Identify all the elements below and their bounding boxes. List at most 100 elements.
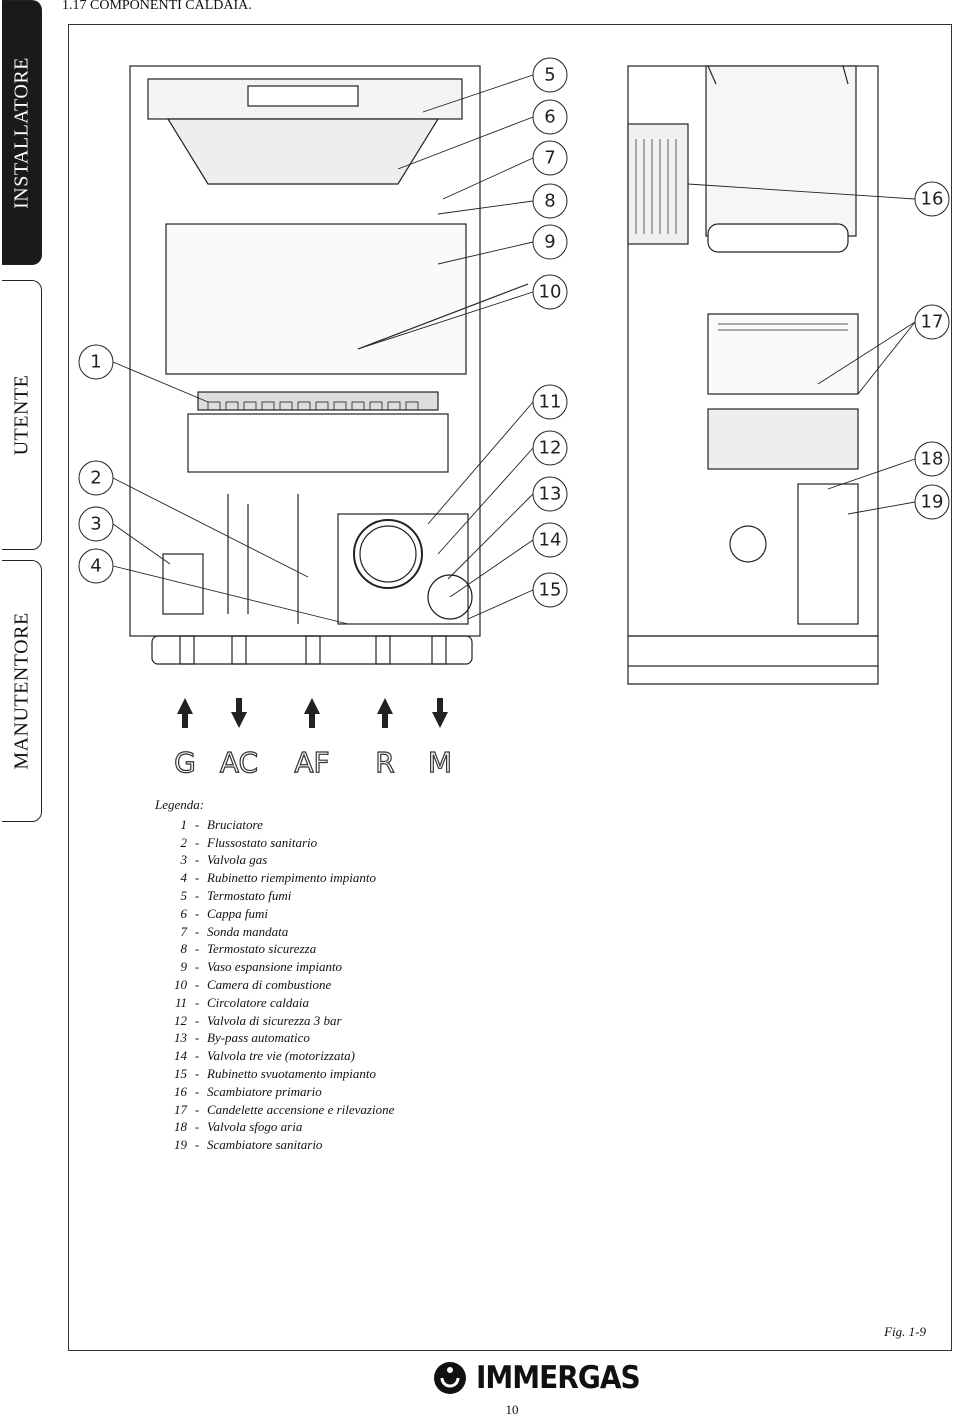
tab-manutentore[interactable]: MANUTENTORE [2,560,42,822]
legend-item-label: Valvola sfogo aria [207,1119,303,1135]
legend-item-number: 18 [174,1119,187,1135]
brand-name: IMMERGAS [476,1359,641,1396]
callout-16: 16 [921,189,944,210]
connection-G: G [174,746,196,779]
legend-item: 13-By-pass automatico [155,1029,394,1047]
legend-item-dash: - [194,870,200,886]
arrow-down-icon [432,698,448,728]
legend-item-number: 1 [180,816,188,832]
tab-installatore[interactable]: INSTALLATORE [2,0,42,265]
legend-item-dash: - [194,852,200,868]
legend-item-number: 16 [174,1083,187,1099]
callout-4: 4 [90,556,101,577]
legend-item-dash: - [194,905,200,921]
legend-item-dash: - [194,1119,200,1135]
legend-item-dash: - [194,1012,200,1028]
legend-item: 6-Cappa fumi [155,905,394,923]
callout-9: 9 [544,232,555,253]
legend-item-dash: - [194,1101,200,1117]
legend-item: 5-Termostato fumi [155,887,394,905]
legend-item: 2-Flussostato sanitario [155,834,394,852]
legend-item-number: 5 [180,887,188,903]
legend-item: 16-Scambiatore primario [155,1083,394,1101]
legend-item-number: 11 [174,994,187,1010]
legend-item: 10-Camera di combustione [155,976,394,994]
legend-item: 12-Valvola di sicurezza 3 bar [155,1012,394,1030]
legend-item: 17-Candelette accensione e rilevazione [155,1101,394,1119]
legend-item-number: 14 [174,1048,187,1064]
boiler-components-diagram: 1 2 3 4 5 6 7 8 9 10 11 12 13 14 15 16 1… [78,57,950,780]
legend-item-label: Valvola tre vie (motorizzata) [207,1048,355,1064]
connection-AC: AC [220,746,258,779]
figure-caption: Fig. 1-9 [884,1324,926,1339]
arrow-up-icon [177,698,193,728]
legend-item-number: 19 [174,1137,187,1153]
legend-item-number: 13 [174,1030,187,1046]
connection-AF: AF [294,746,329,779]
page-number: 10 [505,1402,519,1417]
legend-item-number: 12 [174,1012,187,1028]
callout-3: 3 [90,514,101,535]
legend-title: Legenda: [155,797,205,812]
legend-item-label: Sonda mandata [207,923,289,939]
legend-item-number: 17 [174,1101,187,1117]
figure-frame [68,24,952,1351]
callout-8: 8 [544,191,555,212]
legend-item-number: 2 [180,834,188,850]
legend-item-dash: - [194,1137,200,1153]
tab-manutentore-label: MANUTENTORE [10,612,32,770]
legend-item: 7-Sonda mandata [155,923,394,941]
legend-item-number: 7 [180,923,188,939]
legend-item-number: 4 [180,870,188,886]
legend-item: 8-Termostato sicurezza [155,940,394,958]
legend-item: 18-Valvola sfogo aria [155,1118,394,1136]
legend-item-dash: - [194,959,200,975]
legend-item-label: Bruciatore [207,816,263,832]
arrow-up-icon [377,698,393,728]
tab-utente-label: UTENTE [10,374,32,456]
callout-1: 1 [90,352,101,373]
legend-item-dash: - [194,994,200,1010]
legend-item: 11-Circolatore caldaia [155,994,394,1012]
arrow-down-icon [231,698,247,728]
tab-installatore-label: INSTALLATORE [10,56,32,209]
callout-12: 12 [539,438,562,459]
callout-10: 10 [539,282,562,303]
legend-item-number: 6 [180,905,188,921]
arrow-up-icon [304,698,320,728]
tab-utente[interactable]: UTENTE [2,280,42,550]
legend-item-label: Valvola gas [207,852,268,868]
callout-13: 13 [539,484,562,505]
callout-6: 6 [544,107,555,128]
legend-item-number: 3 [180,852,188,868]
legend-item: 15-Rubinetto svuotamento impianto [155,1065,394,1083]
legend-item: 3-Valvola gas [155,851,394,869]
legend-item-label: Cappa fumi [207,905,269,921]
legend-item-number: 15 [174,1065,187,1081]
connection-M: M [428,746,452,779]
legend-item-label: Termostato fumi [207,887,292,903]
legend-item-number: 9 [180,959,188,975]
callout-14: 14 [539,530,562,551]
legend-item-label: Candelette accensione e rilevazione [207,1101,395,1117]
legend-item-label: Termostato sicurezza [207,941,317,957]
callout-18: 18 [921,449,944,470]
legend-item-dash: - [194,1048,200,1064]
callout-17: 17 [921,312,944,333]
legend-item-dash: - [194,834,200,850]
legend-item: 4-Rubinetto riempimento impianto [155,869,394,887]
immergas-logo [434,1362,466,1394]
legend-item-dash: - [194,976,200,992]
legend-item-dash: - [194,1083,200,1099]
section-heading: 1.17 COMPONENTI CALDAIA. [62,0,252,13]
legend-item-label: Scambiatore primario [207,1083,322,1099]
legend-item-number: 8 [180,941,188,957]
legend-item-dash: - [194,1065,200,1081]
callout-11: 11 [539,392,562,413]
legend-item-label: Rubinetto riempimento impianto [207,870,376,886]
legend-item-dash: - [194,1030,200,1046]
legend-item-dash: - [194,816,200,832]
callout-15: 15 [539,580,562,601]
